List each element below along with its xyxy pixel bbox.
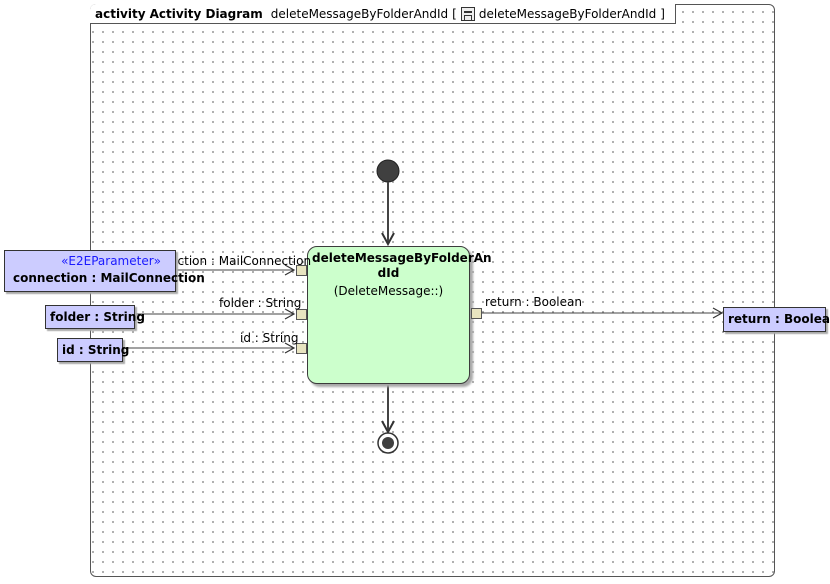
frame-diagram-type: Activity Diagram bbox=[149, 6, 263, 21]
parameter-id[interactable]: id : String bbox=[57, 338, 129, 362]
flow-label-id: id : String bbox=[240, 331, 299, 345]
parameter-folder-label: folder : String bbox=[50, 310, 145, 324]
parameter-connection[interactable]: «E2EParameter» connection : MailConnecti… bbox=[4, 250, 205, 292]
activity-diagram-icon bbox=[460, 6, 475, 21]
flow-label-connection: connection : MailConnection bbox=[141, 254, 312, 268]
parameter-return[interactable]: return : Boolean bbox=[723, 307, 830, 332]
input-pin-connection[interactable] bbox=[296, 265, 307, 276]
parameter-connection-label: connection : MailConnection bbox=[13, 271, 205, 285]
action-name: deleteMessageByFolderAn dId bbox=[308, 251, 492, 281]
flow-label-folder: folder : String bbox=[219, 296, 302, 310]
frame-bracket-open: [ bbox=[452, 6, 457, 21]
action-operation: (DeleteMessage::) bbox=[333, 284, 444, 298]
action-name-line1: deleteMessageByFolderAn bbox=[312, 251, 492, 265]
input-pin-id[interactable] bbox=[296, 343, 307, 354]
parameter-return-label: return : Boolean bbox=[728, 312, 830, 326]
input-pin-folder[interactable] bbox=[296, 309, 307, 320]
frame-keyword: activity bbox=[95, 6, 146, 21]
action-name-line2: dId bbox=[377, 266, 400, 280]
parameter-id-label: id : String bbox=[62, 343, 130, 357]
frame-referenced-behavior: deleteMessageByFolderAndId bbox=[478, 6, 657, 21]
frame-diagram-name: deleteMessageByFolderAndId bbox=[270, 6, 449, 21]
frame-bracket-close: ] bbox=[660, 6, 665, 21]
flow-label-return: return : Boolean bbox=[485, 295, 582, 309]
activity-final-node-inner bbox=[382, 437, 394, 449]
parameter-connection-stereotype: «E2EParameter» bbox=[61, 254, 161, 268]
initial-node[interactable] bbox=[376, 159, 400, 183]
output-pin-return[interactable] bbox=[471, 308, 482, 319]
parameter-folder[interactable]: folder : String bbox=[45, 305, 145, 329]
action-delete-message[interactable]: deleteMessageByFolderAn dId (DeleteMessa… bbox=[307, 246, 492, 384]
frame-header: activity Activity Diagram deleteMessageB… bbox=[90, 4, 676, 24]
